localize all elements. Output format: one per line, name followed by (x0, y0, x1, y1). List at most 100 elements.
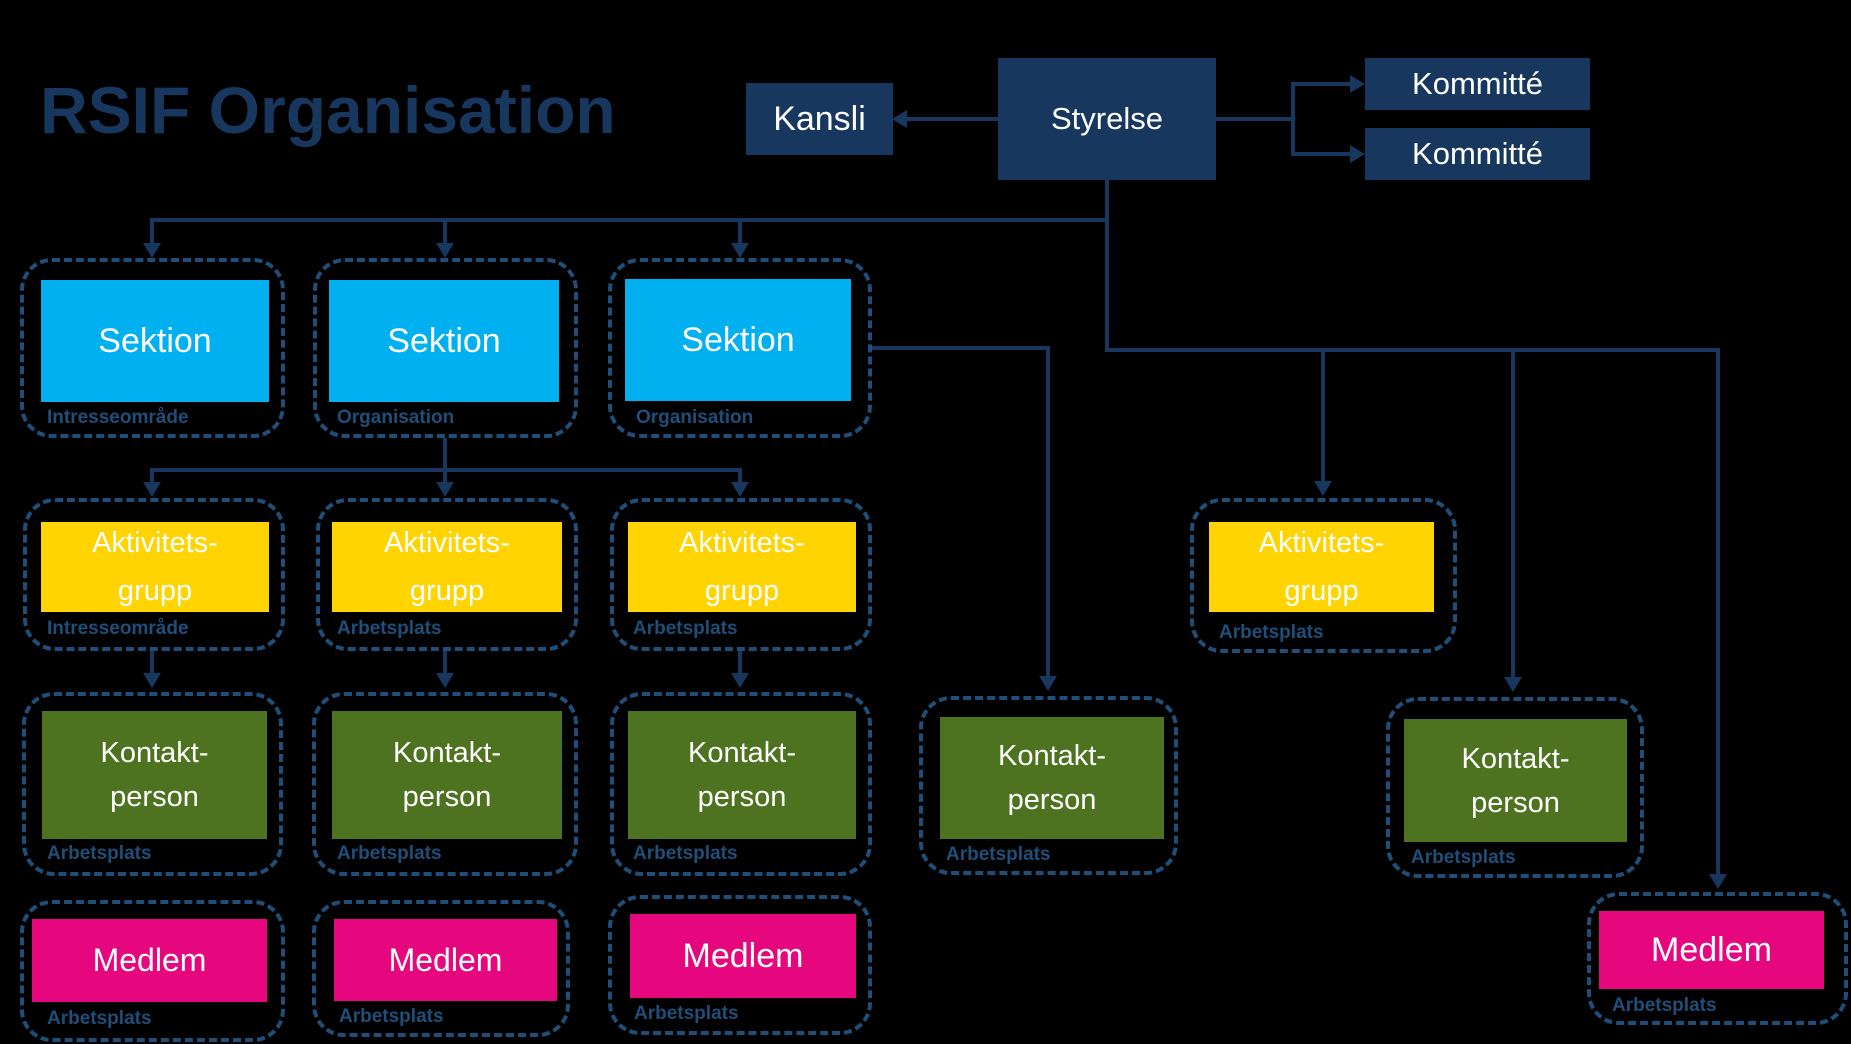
arrowhead-kontakt-4 (1039, 676, 1057, 691)
connector-medlem-4-drop (1716, 348, 1720, 875)
arrowhead-sektion-2 (436, 243, 454, 258)
sektion-3-group: Sektion Organisation (608, 258, 872, 438)
arrowhead-aktgrupp-1 (143, 482, 161, 497)
aktgrupp-3-sublabel: Arbetsplats (633, 618, 738, 639)
arrowhead-sektion-1 (143, 243, 161, 258)
kontakt-3-sublabel: Arbetsplats (633, 843, 738, 864)
kontakt-2-sublabel: Arbetsplats (337, 843, 442, 864)
kontakt-3-box: Kontakt- person (628, 711, 856, 839)
medlem-4-group: Medlem Arbetsplats (1587, 892, 1848, 1025)
medlem-4-box: Medlem (1599, 911, 1824, 989)
arrowhead-aktgrupp-2 (436, 482, 454, 497)
aktgrupp-1-group: Aktivitets- grupp Intresseområde (23, 498, 285, 651)
connector-kontakt-1-drop (150, 651, 154, 674)
aktgrupp-4-label: Aktivitets- grupp (1258, 527, 1385, 607)
connector-aktgrupp-1-drop (150, 468, 154, 483)
kontakt-5-label: Kontakt- person (1461, 742, 1570, 819)
sektion-3-sublabel: Organisation (636, 407, 754, 428)
connector-styrelse-trunk (1105, 180, 1109, 352)
kontakt-5-group: Kontakt- person Arbetsplats (1386, 697, 1644, 878)
aktgrupp-1-sublabel: Intresseområde (47, 618, 189, 639)
sektion-3-box: Sektion (625, 279, 851, 401)
sektion-2-sublabel: Organisation (337, 407, 455, 428)
aktgrupp-4-sublabel: Arbetsplats (1219, 622, 1324, 643)
connector-sektion-1-drop (150, 218, 154, 244)
kontakt-2-box: Kontakt- person (332, 711, 562, 839)
aktgrupp-2-group: Aktivitets- grupp Arbetsplats (316, 498, 578, 651)
arrowhead-medlem-4 (1709, 874, 1727, 889)
connector-right-bus (1105, 348, 1720, 352)
connector-kontakt-5-drop (1511, 348, 1515, 678)
connector-kontakt-3-drop (738, 651, 742, 674)
sektion-1-box: Sektion (41, 280, 269, 402)
aktgrupp-4-group: Aktivitets- grupp Arbetsplats (1190, 498, 1457, 653)
kontakt-4-group: Kontakt- person Arbetsplats (919, 696, 1178, 875)
sektion-1-label: Sektion (98, 321, 212, 360)
aktgrupp-3-label: Aktivitets- grupp (679, 527, 805, 607)
kontakt-2-group: Kontakt- person Arbetsplats (312, 692, 578, 876)
aktgrupp-2-sublabel: Arbetsplats (337, 618, 442, 639)
kontakt-5-sublabel: Arbetsplats (1411, 847, 1516, 868)
medlem-1-label: Medlem (92, 942, 207, 978)
sektion-1-group: Sektion Intresseområde (20, 258, 285, 438)
node-kommitte-2-label: Kommitté (1412, 136, 1543, 171)
medlem-4-label: Medlem (1651, 930, 1772, 969)
node-styrelse: Styrelse (998, 58, 1216, 180)
connector-aktgrupp-4-drop (1321, 348, 1325, 481)
connector-sektion-3-drop (738, 218, 742, 244)
aktgrupp-1-label: Aktivitets- grupp (92, 527, 218, 607)
page-title: RSIF Organisation (40, 73, 616, 147)
arrowhead-sektion-3 (731, 243, 749, 258)
kontakt-4-label: Kontakt- person (998, 740, 1106, 816)
connector-styrelse-kommitte-stem (1216, 117, 1295, 121)
aktgrupp-3-box: Aktivitets- grupp (628, 522, 856, 612)
sektion-1-sublabel: Intresseområde (47, 407, 189, 428)
medlem-1-box: Medlem (32, 919, 267, 1002)
node-kommitte-1-label: Kommitté (1412, 66, 1543, 101)
kontakt-1-group: Kontakt- person Arbetsplats (22, 692, 283, 876)
node-kommitte-2: Kommitté (1365, 128, 1590, 180)
connector-sektion3-kontakt4-h (872, 346, 1050, 350)
medlem-3-group: Medlem Arbetsplats (608, 895, 872, 1035)
node-kansli-label: Kansli (773, 99, 866, 138)
node-styrelse-label: Styrelse (1051, 101, 1163, 136)
medlem-1-sublabel: Arbetsplats (47, 1008, 152, 1029)
kontakt-1-box: Kontakt- person (42, 711, 267, 839)
kontakt-5-box: Kontakt- person (1404, 719, 1627, 842)
sektion-2-box: Sektion (329, 280, 559, 402)
kontakt-1-label: Kontakt- person (100, 737, 209, 813)
sektion-3-label: Sektion (681, 320, 795, 359)
kontakt-4-box: Kontakt- person (940, 717, 1164, 839)
medlem-1-group: Medlem Arbetsplats (20, 900, 285, 1042)
kontakt-4-sublabel: Arbetsplats (946, 844, 1051, 865)
connector-styrelse-kansli (905, 117, 998, 121)
medlem-3-sublabel: Arbetsplats (634, 1003, 739, 1024)
medlem-4-sublabel: Arbetsplats (1612, 995, 1717, 1016)
kontakt-2-label: Kontakt- person (393, 737, 501, 813)
connector-sektion3-kontakt4-v (1046, 346, 1050, 677)
connector-aktgrupp-3-drop (738, 468, 742, 483)
aktgrupp-1-box: Aktivitets- grupp (41, 522, 269, 612)
node-kommitte-1: Kommitté (1365, 58, 1590, 110)
connector-aktgrupp-2-drop (443, 468, 447, 483)
arrowhead-kontakt-1 (143, 673, 161, 688)
aktgrupp-4-box: Aktivitets- grupp (1209, 522, 1434, 612)
sektion-2-label: Sektion (387, 321, 501, 360)
connector-kommitte-fork (1291, 82, 1295, 156)
arrowhead-aktgrupp-3 (731, 482, 749, 497)
kontakt-1-sublabel: Arbetsplats (47, 843, 152, 864)
connector-kommitte-1 (1293, 82, 1351, 86)
connector-sektion2-stem (443, 438, 447, 472)
connector-sektion-bus (150, 218, 1109, 222)
medlem-3-label: Medlem (682, 936, 804, 975)
connector-sektion-2-drop (443, 218, 447, 244)
connector-kommitte-2 (1293, 152, 1351, 156)
aktgrupp-2-box: Aktivitets- grupp (332, 522, 562, 612)
medlem-2-sublabel: Arbetsplats (339, 1006, 444, 1027)
aktgrupp-2-label: Aktivitets- grupp (384, 527, 510, 607)
medlem-3-box: Medlem (630, 914, 856, 998)
connector-kontakt-2-drop (443, 651, 447, 674)
node-kansli: Kansli (746, 83, 893, 155)
arrowhead-kommitte-2 (1350, 145, 1365, 163)
